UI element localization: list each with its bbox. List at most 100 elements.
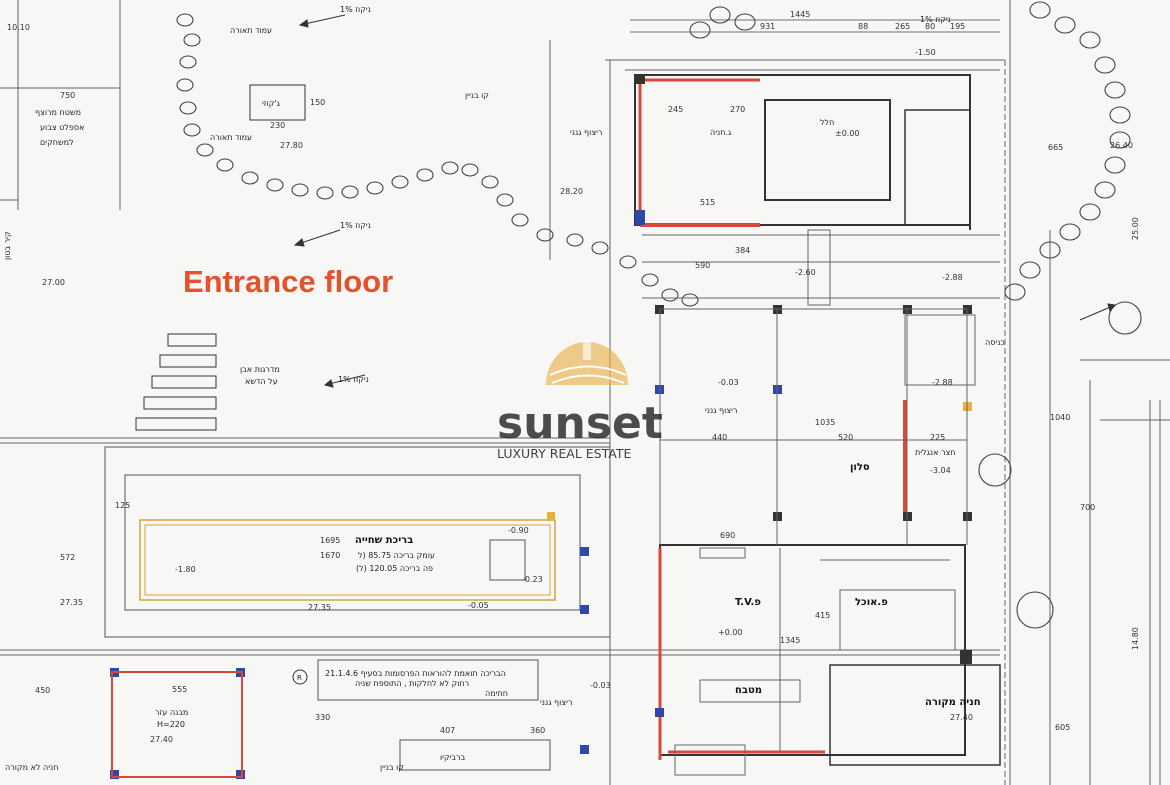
dim-1345: 1345 [780,636,800,645]
level-l19: -2.60 [795,268,816,277]
stone-steps-label: מדרגות אבן [240,365,280,374]
room-label-dining: פ.אוכל [855,597,888,608]
room-label-gina: ג.חניה [710,128,732,137]
level-l4: -3.04 [930,466,951,475]
dim-1035: 1035 [815,418,835,427]
level-l6: -1.80 [175,565,196,574]
sunset-watermark [546,340,628,385]
level-l20: -2.88 [942,273,963,282]
landscape-bushes [176,1,1142,629]
dim-230: 230 [270,121,285,130]
service-building-height: H=220 [157,720,185,729]
lamp-label-1: עמוד תאורה [230,26,272,35]
north-arrow-letter: R [297,674,302,682]
dim-2500: 25.00 [1131,217,1140,240]
room-label-salon: סלון [850,462,870,473]
level-l17: 27.35 [308,603,331,612]
dim-415: 415 [815,611,830,620]
drainage-label-4: ניקוז 1% [920,15,951,24]
level-l10: -0.03 [590,681,611,690]
page-title: Entrance floor [183,264,394,299]
level-l9: +0.00 [718,628,743,637]
pool-depth-2: (פה בריכה 120.05 (ל [356,564,433,573]
dim-330: 330 [315,713,330,722]
dim-360: 360 [530,726,545,735]
watermark-tagline: LUXURY REAL ESTATE [497,446,631,461]
level-l2: -0.03 [718,378,739,387]
dim-80: 80 [925,22,935,31]
room-label-garden-paving-1: ריצוף גנני [570,128,602,137]
north-arrow-icon [292,669,308,685]
dim-555: 555 [172,685,187,694]
dim-125: 125 [115,501,130,510]
drainage-label-2: ניקוז 1% [340,221,371,230]
room-label-garden-paving-3: ריצוף גנני [540,698,572,707]
regulation-note-1: הבריכה תואמת להוראות הפרסומות בסעיף 21.1… [325,669,506,678]
dim-572: 572 [60,553,75,562]
level-l5: -0.90 [508,526,529,535]
dim-520: 520 [838,433,853,442]
building-line-bottom: קו בניין [380,763,404,772]
level-l8: -0.05 [468,601,489,610]
level-l11: 27.40 [150,735,173,744]
dim-750: 750 [60,91,75,100]
dim-1040: 1040 [1050,413,1070,422]
lamp-label-2: עמוד תאורה [210,133,252,142]
open-parking-label: חניה לא מקורה [5,763,58,772]
watermark-brand: sunset [497,398,663,449]
dim-690: 690 [720,531,735,540]
room-label-tv: T.V.פ [735,597,761,608]
dim-150: 150 [310,98,325,107]
dim-1010: 10.10 [7,23,30,32]
house-grid [642,229,1000,776]
top-dimension-lines [630,19,1000,33]
room-label-covered-parking: חניה מקורה [925,697,981,708]
play-area-label-1: משטח מרוצף [35,108,81,117]
level-l3: -2.88 [932,378,953,387]
dim-195: 195 [950,22,965,31]
dim-665: 665 [1048,143,1063,152]
barbeque-label: ברביקיו [440,753,466,762]
barbeque-area [399,739,551,771]
dim-1445: 1445 [790,10,810,19]
regulation-note-2: רחוק לא לחלקות , התוספת שניה [355,679,469,688]
dim-440: 440 [712,433,727,442]
jacuzzi [249,84,306,121]
dim-605: 605 [1055,723,1070,732]
dim-407: 407 [440,726,455,735]
drainage-label-1: ניקוז 1% [340,5,371,14]
dim-515: 515 [700,198,715,207]
building-line-top: קו בניין [465,91,489,100]
dim-450: 450 [35,686,50,695]
dim-225: 225 [930,433,945,442]
dim-270: 270 [730,105,745,114]
play-area-label-3: למשחקים [40,138,74,147]
regulation-note-3: חתימה [485,689,508,698]
service-building [111,671,243,778]
dim-590: 590 [695,261,710,270]
pool-label: בריכת שחייה [355,535,413,546]
lawn-steps [135,333,217,431]
concrete-wall-label: קיר בטון [3,231,12,260]
level-l18: 26.40 [1110,141,1133,150]
drainage-label-3: ניקוז 1% [338,375,369,384]
dim-1670: 1670 [320,551,340,560]
dim-700: 700 [1080,503,1095,512]
dim-1480: 14.80 [1131,627,1140,650]
house-walls [634,74,1001,766]
room-label-garden-paving-2: ריצוף גנני [705,406,737,415]
drainage-arrows [293,14,1116,388]
level-l15: 27.00 [42,278,65,287]
level-l16: 27.35 [60,598,83,607]
level-l21: -1.50 [915,48,936,57]
jacuzzi-label: ג'קוזי [262,99,281,108]
level-l7: -0.23 [522,575,543,584]
dim-88: 88 [858,22,868,31]
pool-deck [104,446,611,638]
level-l22: ±0.00 [835,129,860,138]
dim-1695: 1695 [320,536,340,545]
